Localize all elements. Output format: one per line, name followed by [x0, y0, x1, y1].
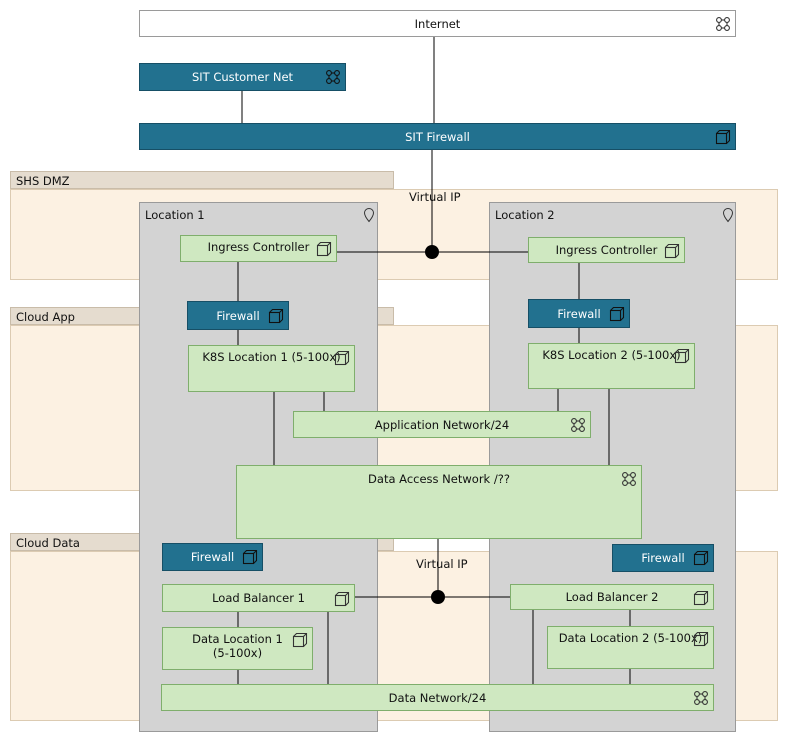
firewall-app-1-label: Firewall — [216, 308, 260, 323]
node-cube-icon — [292, 632, 308, 648]
node-cube-icon — [609, 306, 625, 322]
k8s-location-2-label: K8S Location 2 (5-100x) — [542, 348, 681, 362]
node-cube-icon — [664, 243, 680, 259]
node-cube-icon — [693, 631, 709, 647]
node-cube-icon — [268, 308, 284, 324]
load-balancer-1-label: Load Balancer 1 — [212, 591, 305, 605]
node-cube-icon — [334, 350, 350, 366]
sit-firewall-node[interactable]: SIT Firewall — [139, 123, 736, 150]
node-cube-icon — [715, 129, 731, 145]
data-access-network[interactable]: Data Access Network /?? — [236, 465, 642, 539]
zone-cloud-data-label: Cloud Data — [16, 536, 80, 550]
zone-shs-dmz-tab: SHS DMZ — [10, 171, 394, 189]
firewall-app-2-label: Firewall — [557, 306, 601, 321]
data-location-1-label: Data Location 1 (5-100x) — [192, 632, 283, 660]
internet-node[interactable]: Internet — [139, 10, 736, 37]
location-pin-icon — [363, 207, 375, 223]
network-icon — [716, 17, 730, 31]
location-2-label: Location 2 — [495, 208, 555, 222]
firewall-data-1-label: Firewall — [190, 550, 235, 564]
ingress-controller-2[interactable]: Ingress Controller — [528, 237, 685, 263]
firewall-app-1[interactable]: Firewall — [187, 301, 289, 330]
firewall-data-2-label: Firewall — [641, 551, 685, 565]
internet-label: Internet — [414, 16, 461, 31]
node-cube-icon — [693, 550, 709, 566]
node-cube-icon — [316, 241, 332, 257]
data-network-label: Data Network/24 — [388, 690, 487, 705]
ingress-controller-1[interactable]: Ingress Controller — [180, 235, 337, 262]
data-location-1[interactable]: Data Location 1 (5-100x) — [162, 627, 313, 670]
node-cube-icon — [242, 549, 258, 565]
application-network-label: Application Network/24 — [374, 417, 510, 432]
location-1-label: Location 1 — [145, 208, 205, 222]
sit-customer-net-label: SIT Customer Net — [191, 70, 294, 84]
k8s-location-1[interactable]: K8S Location 1 (5-100x) — [188, 345, 355, 392]
zone-cloud-app-label: Cloud App — [16, 310, 75, 324]
virtual-ip-bottom-label: Virtual IP — [416, 557, 468, 571]
firewall-app-2[interactable]: Firewall — [528, 299, 630, 328]
data-location-2-label: Data Location 2 (5-100x) — [558, 631, 703, 645]
k8s-location-2[interactable]: K8S Location 2 (5-100x) — [528, 343, 695, 389]
node-cube-icon — [334, 591, 350, 607]
node-cube-icon — [693, 590, 709, 606]
node-cube-icon — [674, 348, 690, 364]
virtual-ip-junction-top — [425, 245, 439, 259]
zone-shs-dmz-label: SHS DMZ — [16, 174, 70, 188]
data-network[interactable]: Data Network/24 — [161, 684, 714, 711]
network-icon — [694, 691, 708, 705]
firewall-data-2[interactable]: Firewall — [612, 544, 714, 572]
virtual-ip-junction-bottom — [431, 590, 445, 604]
sit-firewall-label: SIT Firewall — [405, 129, 470, 144]
load-balancer-2-label: Load Balancer 2 — [565, 590, 659, 604]
network-icon — [571, 418, 585, 432]
data-location-2[interactable]: Data Location 2 (5-100x) — [547, 626, 714, 669]
virtual-ip-top-label: Virtual IP — [409, 190, 461, 204]
application-network[interactable]: Application Network/24 — [293, 411, 591, 438]
network-icon — [326, 70, 340, 84]
load-balancer-2[interactable]: Load Balancer 2 — [510, 584, 714, 610]
location-pin-icon — [722, 207, 734, 223]
data-access-network-label: Data Access Network /?? — [368, 472, 510, 486]
sit-customer-net-node[interactable]: SIT Customer Net — [139, 63, 346, 91]
ingress-controller-1-label: Ingress Controller — [207, 240, 310, 254]
k8s-location-1-label: K8S Location 1 (5-100x) — [202, 350, 341, 364]
load-balancer-1[interactable]: Load Balancer 1 — [162, 584, 355, 612]
ingress-controller-2-label: Ingress Controller — [555, 243, 658, 257]
firewall-data-1[interactable]: Firewall — [162, 543, 263, 571]
network-icon — [622, 472, 636, 486]
